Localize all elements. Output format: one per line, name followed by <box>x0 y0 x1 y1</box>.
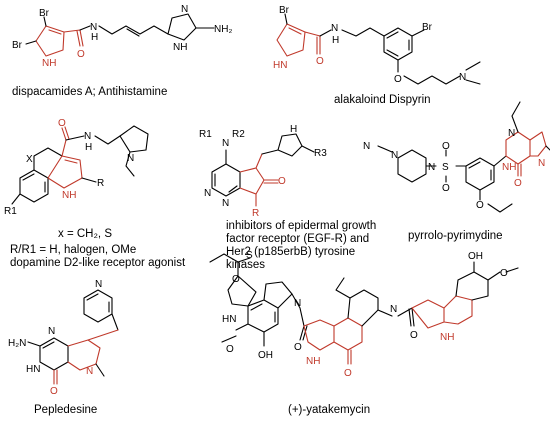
atom-n-4: N <box>459 72 466 83</box>
atom-s-2: S <box>246 250 253 261</box>
molecule-dispyrin: Br HN O N H Br O N <box>273 5 481 85</box>
atom-n-18: N <box>86 366 93 377</box>
atom-n-17: N <box>48 326 55 337</box>
caption-yatakemycin: (+)-yatakemycin <box>288 404 371 416</box>
atom-oh-2: OH <box>468 251 483 262</box>
atom-n-8: N <box>204 188 211 199</box>
atom-o-11: O <box>232 274 240 285</box>
atom-nh-2: NH <box>173 42 187 53</box>
atom-o-1: O <box>77 49 85 60</box>
atom-r2: R2 <box>232 129 245 140</box>
caption-egfr-1: inhibitors of epidermal growth <box>226 220 377 232</box>
atom-br-1: Br <box>39 8 50 19</box>
caption-pyrrolo: pyrrolo-pyrimydine <box>408 230 503 242</box>
molecule-pepledesine: N H₂N N HN O N <box>8 279 119 397</box>
caption-egfr-3: Her2 (p185erbB) tyrosine <box>226 246 356 258</box>
atom-o-8: O <box>476 200 484 211</box>
caption-egfr-2: factor receptor (EGF-R) and <box>226 233 370 245</box>
molecule-pyrrolo-pyrimidine: N N N S O O O N NH O N <box>363 101 550 213</box>
atom-nh2-1: NH₂ <box>214 24 232 35</box>
atom-hn-2: HN <box>26 364 40 375</box>
atom-nh-3: NH <box>62 190 76 201</box>
atom-br-4: Br <box>422 22 433 33</box>
caption-dopamine-r: R/R1 = H, halogen, OMe <box>10 244 137 256</box>
atom-o-5: O <box>278 176 286 187</box>
atom-o-2: O <box>316 56 324 67</box>
atom-r1-2: R1 <box>199 129 212 140</box>
caption-pepledesine: Pepledesine <box>34 404 98 416</box>
atom-n-2: N <box>181 4 188 15</box>
molecule-yatakemycin: S O HN O OH N O NH O N O NH OH O <box>209 250 519 379</box>
atom-o-13: O <box>294 342 302 353</box>
caption-egfr-4: kinases <box>226 259 265 271</box>
caption-dispacamide: dispacamides A; Antihistamine <box>12 86 168 98</box>
atom-h-2: H <box>332 35 339 46</box>
atom-n-5: N <box>84 131 91 142</box>
atom-n-9: N <box>222 198 229 209</box>
atom-n-10: N <box>363 141 370 152</box>
atom-n-15: N <box>538 158 545 169</box>
atom-n-13: N <box>508 128 515 139</box>
atom-h2n: H₂N <box>8 338 26 349</box>
atom-n-20: N <box>390 304 397 315</box>
atom-br-2: Br <box>12 40 23 51</box>
atom-r-1: R <box>97 178 104 189</box>
atom-s: S <box>442 162 449 173</box>
atom-h-3: H <box>85 142 92 153</box>
atom-o-7: O <box>442 183 450 194</box>
atom-n-3: N <box>331 23 338 34</box>
atom-o-14: O <box>344 368 352 379</box>
atom-n-16: N <box>95 279 102 290</box>
atom-o-10: O <box>50 386 58 397</box>
atom-n-6: N <box>127 153 134 164</box>
atom-h-4: H <box>290 124 297 135</box>
atom-n-19: N <box>294 298 301 309</box>
atom-o-4: O <box>58 118 66 129</box>
atom-r1-1: R1 <box>4 206 17 217</box>
atom-n-11: N <box>391 150 398 161</box>
caption-dopamine-x: x = CH₂, S <box>58 228 112 240</box>
atom-n-1: N <box>90 22 97 33</box>
atom-nh-1: NH <box>42 58 56 69</box>
atom-x: X <box>26 154 33 165</box>
caption-dispyrin: alakaloind Dispyrin <box>334 94 431 106</box>
atom-br-3: Br <box>279 5 290 16</box>
atom-hn-3: HN <box>222 314 236 325</box>
atom-r-2: R <box>252 208 259 219</box>
atom-n-14: NH <box>502 162 516 173</box>
atom-o-16: O <box>500 268 508 279</box>
atom-o-3: O <box>394 74 402 85</box>
molecule-dopamine-agonist: X O N H N NH R R1 <box>4 118 149 217</box>
molecule-egfr-inhibitor: R1 N R2 N N O R H R3 <box>199 124 327 219</box>
atom-o-12: O <box>226 344 234 355</box>
atom-r3: R3 <box>314 148 327 159</box>
atom-nh-5: NH <box>440 332 454 343</box>
atom-oh-1: OH <box>258 350 273 361</box>
atom-hn-1: HN <box>273 60 287 71</box>
atom-o-15: O <box>410 330 418 341</box>
atom-nh-4: NH <box>306 356 320 367</box>
atom-n-7: N <box>222 138 229 149</box>
atom-n-12: N <box>428 162 435 173</box>
molecule-dispacamide: Br Br NH O N H N NH NH₂ <box>12 4 232 69</box>
atom-o-9: O <box>514 178 522 189</box>
atom-o-6: O <box>442 141 450 152</box>
atom-h-1: H <box>91 32 98 43</box>
caption-dopamine-desc: dopamine D2-like receptor agonist <box>10 257 186 269</box>
